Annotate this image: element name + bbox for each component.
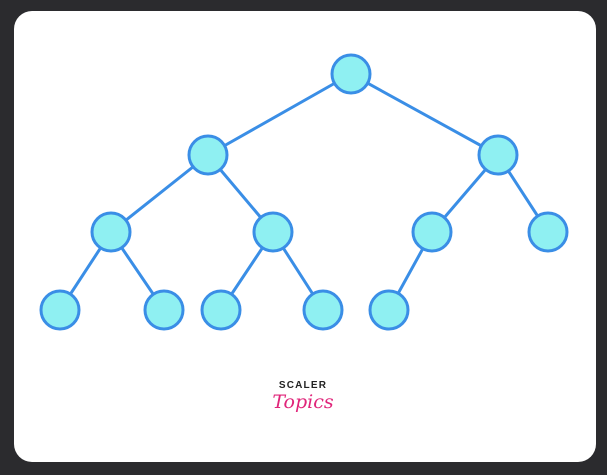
tree-edge-n0-n1: [206, 72, 353, 157]
diagram-card: SCALER Topics: [14, 11, 596, 462]
tree-node-n4: [252, 211, 294, 253]
tree-node-n5: [411, 211, 453, 253]
logo-wordmark-scaler: SCALER: [278, 380, 328, 391]
tree-node-n8: [143, 289, 185, 331]
tree-node-n11: [368, 289, 410, 331]
tree-edge-n0-n2: [349, 72, 500, 157]
tree-node-n0: [330, 53, 372, 95]
logo-wordmark-topics: Topics: [272, 391, 334, 413]
tree-node-n7: [39, 289, 81, 331]
tree-node-n6: [527, 211, 569, 253]
tree-node-n10: [302, 289, 344, 331]
tree-node-n1: [187, 134, 229, 176]
tree-node-n3: [90, 211, 132, 253]
scaler-topics-logo: SCALER Topics: [268, 380, 338, 426]
tree-edge-n1-n3: [109, 153, 210, 234]
tree-node-n2: [477, 134, 519, 176]
tree-node-n9: [200, 289, 242, 331]
binary-tree-diagram: [39, 53, 569, 331]
